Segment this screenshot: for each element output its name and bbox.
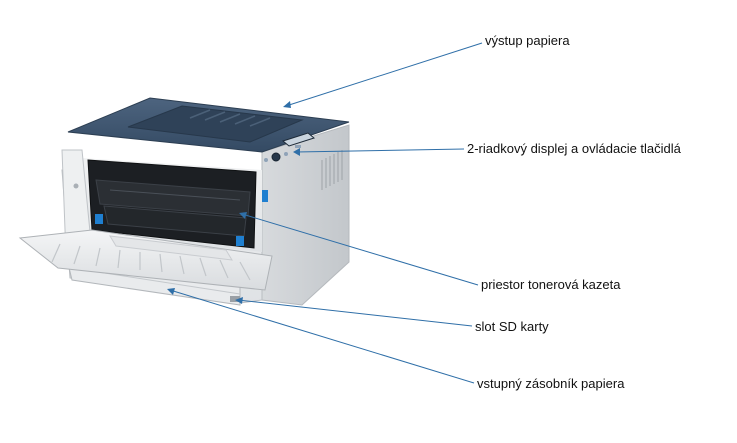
- leader-arrowheads: [167, 101, 300, 304]
- leader-line-toner-bay: [241, 213, 479, 286]
- control-button: [271, 152, 281, 162]
- label-paper-output: výstup papiera: [485, 33, 570, 48]
- blue-lever-icon: [236, 236, 244, 246]
- door-inner-panel: [109, 235, 233, 261]
- lcd-display: [281, 132, 316, 147]
- label-toner-bay: priestor tonerová kazeta: [481, 277, 621, 292]
- arrowhead-sd-slot: [235, 297, 243, 304]
- arrowhead-input-tray: [167, 288, 175, 295]
- front-post-screw: [73, 183, 79, 189]
- leader-line-display-controls: [295, 148, 465, 153]
- control-button: [284, 152, 288, 156]
- label-sd-slot: slot SD karty: [475, 319, 549, 334]
- front-door-open: [18, 229, 273, 291]
- side-vent: [321, 150, 343, 190]
- arrowhead-paper-output: [283, 101, 291, 108]
- toner-highlight: [109, 189, 241, 201]
- leader-lines: [169, 42, 483, 384]
- label-display-controls: 2-riadkový displej a ovládacie tlačidlá: [467, 141, 681, 156]
- control-panel: [264, 132, 316, 162]
- label-input-tray: vstupný zásobník papiera: [477, 376, 625, 391]
- blue-lever-icon: [95, 214, 103, 224]
- door-ribs: [51, 243, 251, 281]
- control-button: [295, 145, 301, 148]
- output-ribs: [189, 109, 271, 127]
- leader-line-sd-slot: [237, 299, 473, 327]
- printer-body: [18, 97, 350, 306]
- arrowhead-display-controls: [293, 148, 300, 156]
- control-button: [264, 158, 268, 162]
- leader-line-paper-output: [285, 42, 483, 107]
- arrowhead-toner-bay: [239, 212, 247, 219]
- leader-line-input-tray: [169, 289, 475, 384]
- paper-output-tray: [127, 105, 304, 143]
- sd-slot: [230, 296, 240, 302]
- blue-lever-icon: [262, 190, 268, 202]
